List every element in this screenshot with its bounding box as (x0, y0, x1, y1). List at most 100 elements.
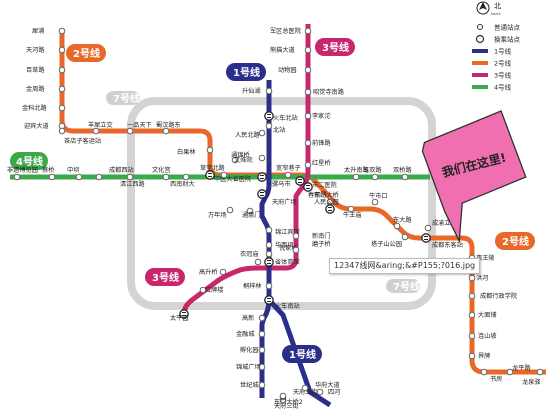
station-67[interactable]: 非遗博览园 (7, 166, 38, 181)
station-marker[interactable] (304, 27, 312, 35)
station-marker[interactable] (295, 176, 305, 186)
station-marker[interactable] (231, 156, 239, 164)
station-14[interactable]: 人民北路 (235, 129, 266, 139)
station-46[interactable]: 孵化园 (240, 346, 266, 354)
station-marker[interactable] (265, 241, 273, 249)
station-51[interactable]: 华府大道 (301, 381, 340, 392)
station-marker[interactable] (347, 205, 355, 213)
station-marker[interactable] (292, 232, 300, 240)
station-31[interactable]: 界牌 (468, 352, 490, 360)
station-marker[interactable] (58, 85, 66, 93)
station-marker[interactable] (258, 363, 266, 371)
station-marker[interactable] (421, 233, 431, 243)
station-marker[interactable] (126, 127, 134, 135)
station-marker[interactable] (468, 292, 476, 300)
station-80[interactable]: 通惠门 (242, 207, 261, 219)
station-32[interactable]: 书房 (480, 368, 502, 383)
station-marker[interactable] (126, 173, 134, 181)
station-78[interactable]: 双桥路 (393, 166, 412, 181)
station-transfer-12[interactable]: 中医大省医院 (205, 170, 251, 183)
station-marker[interactable] (304, 46, 312, 54)
station-marker[interactable] (199, 286, 207, 294)
station-57[interactable]: 李家沱 (304, 112, 331, 120)
station-10[interactable]: 蜀汉路东 (156, 121, 181, 135)
station-marker[interactable] (254, 258, 262, 266)
station-13[interactable]: 通锦桥 (231, 151, 250, 164)
station-marker[interactable] (58, 127, 66, 135)
station-9[interactable]: 一品天下 (126, 122, 152, 135)
station-marker[interactable] (13, 173, 21, 181)
station-39[interactable]: 华西坝 (265, 241, 294, 249)
station-marker[interactable] (265, 122, 273, 130)
station-marker[interactable] (258, 154, 266, 162)
station-55[interactable]: 动物园 (278, 66, 312, 74)
station-52[interactable]: 四河 (316, 388, 340, 396)
station-transfer-40[interactable]: 省体育馆 (264, 257, 300, 267)
station-1[interactable]: 犀浦 (32, 27, 66, 35)
station-7[interactable]: 茶店子客运站 (58, 127, 101, 145)
station-marker[interactable] (258, 314, 266, 322)
station-79[interactable]: 万年场 (208, 206, 234, 219)
station-37[interactable]: 北站 (265, 122, 285, 134)
station-56[interactable]: 昭觉寺南路 (304, 88, 345, 96)
station-marker[interactable] (292, 246, 300, 254)
station-15[interactable]: 文殊院 (234, 154, 266, 164)
station-transfer-17[interactable]: 天府广场 (257, 189, 297, 206)
station-marker[interactable] (352, 173, 360, 181)
station-38[interactable]: 锦江宾馆 (265, 226, 300, 236)
station-2[interactable]: 天河路 (26, 46, 66, 54)
station-75[interactable]: 宽窄巷子 (276, 164, 301, 179)
station-22[interactable]: 东大路 (393, 216, 412, 230)
station-63[interactable]: 衣冠庙 (240, 250, 262, 266)
station-marker[interactable] (182, 173, 190, 181)
station-11[interactable]: 白果林 (177, 146, 214, 156)
station-marker[interactable] (304, 139, 312, 147)
station-8[interactable]: 羊犀立交 (88, 121, 113, 135)
station-transfer-18[interactable]: 春熙路 (295, 176, 328, 199)
station-marker[interactable] (206, 146, 214, 154)
station-marker[interactable] (325, 204, 335, 214)
station-53[interactable]: 军区总医院 (270, 27, 312, 35)
station-77[interactable]: 玉双路 (363, 166, 382, 181)
station-marker[interactable] (506, 368, 514, 376)
station-transfer-81[interactable]: 人民公园 (314, 199, 339, 214)
station-marker[interactable] (401, 233, 409, 241)
station-6[interactable]: 迎宾大道 (24, 122, 66, 130)
station-76[interactable]: 太升南路 (344, 166, 370, 181)
station-marker[interactable] (264, 111, 274, 121)
station-marker[interactable] (371, 198, 379, 206)
station-marker[interactable] (92, 127, 100, 135)
station-marker[interactable] (258, 346, 266, 354)
station-marker[interactable] (265, 87, 273, 95)
station-5[interactable]: 金科北路 (22, 104, 66, 112)
station-28[interactable]: 成都行政学院 (468, 292, 517, 300)
station-transfer-24[interactable]: 成都东客站 (421, 233, 463, 249)
station-68[interactable]: 蔡桥 (42, 166, 56, 181)
station-62[interactable]: 磨子桥 (292, 240, 331, 254)
station-59[interactable]: 红星桥 (304, 159, 331, 169)
station-marker[interactable] (58, 27, 66, 35)
station-marker[interactable] (265, 282, 273, 290)
station-marker[interactable] (265, 250, 273, 258)
station-marker[interactable] (265, 226, 273, 234)
station-marker[interactable] (480, 368, 488, 376)
station-marker[interactable] (220, 171, 228, 179)
station-marker[interactable] (301, 384, 309, 392)
station-35[interactable]: 升仙湖 (242, 87, 273, 95)
station-marker[interactable] (246, 207, 254, 215)
station-42[interactable]: 桐梓林 (243, 282, 273, 290)
station-marker[interactable] (468, 274, 476, 282)
station-marker[interactable] (303, 182, 313, 192)
station-marker[interactable] (48, 173, 56, 181)
station-marker[interactable] (58, 46, 66, 54)
station-marker[interactable] (468, 352, 476, 360)
station-marker[interactable] (424, 224, 432, 232)
station-30[interactable]: 连山坡 (468, 332, 497, 340)
station-marker[interactable] (284, 171, 292, 179)
station-marker[interactable] (219, 268, 227, 276)
station-marker[interactable] (258, 330, 266, 338)
station-71[interactable]: 清江西路 (120, 173, 146, 188)
station-34[interactable]: 龙泉驿 (522, 368, 544, 386)
station-29[interactable]: 大面铺 (468, 311, 497, 319)
station-47[interactable]: 锦城广场 (236, 363, 266, 371)
